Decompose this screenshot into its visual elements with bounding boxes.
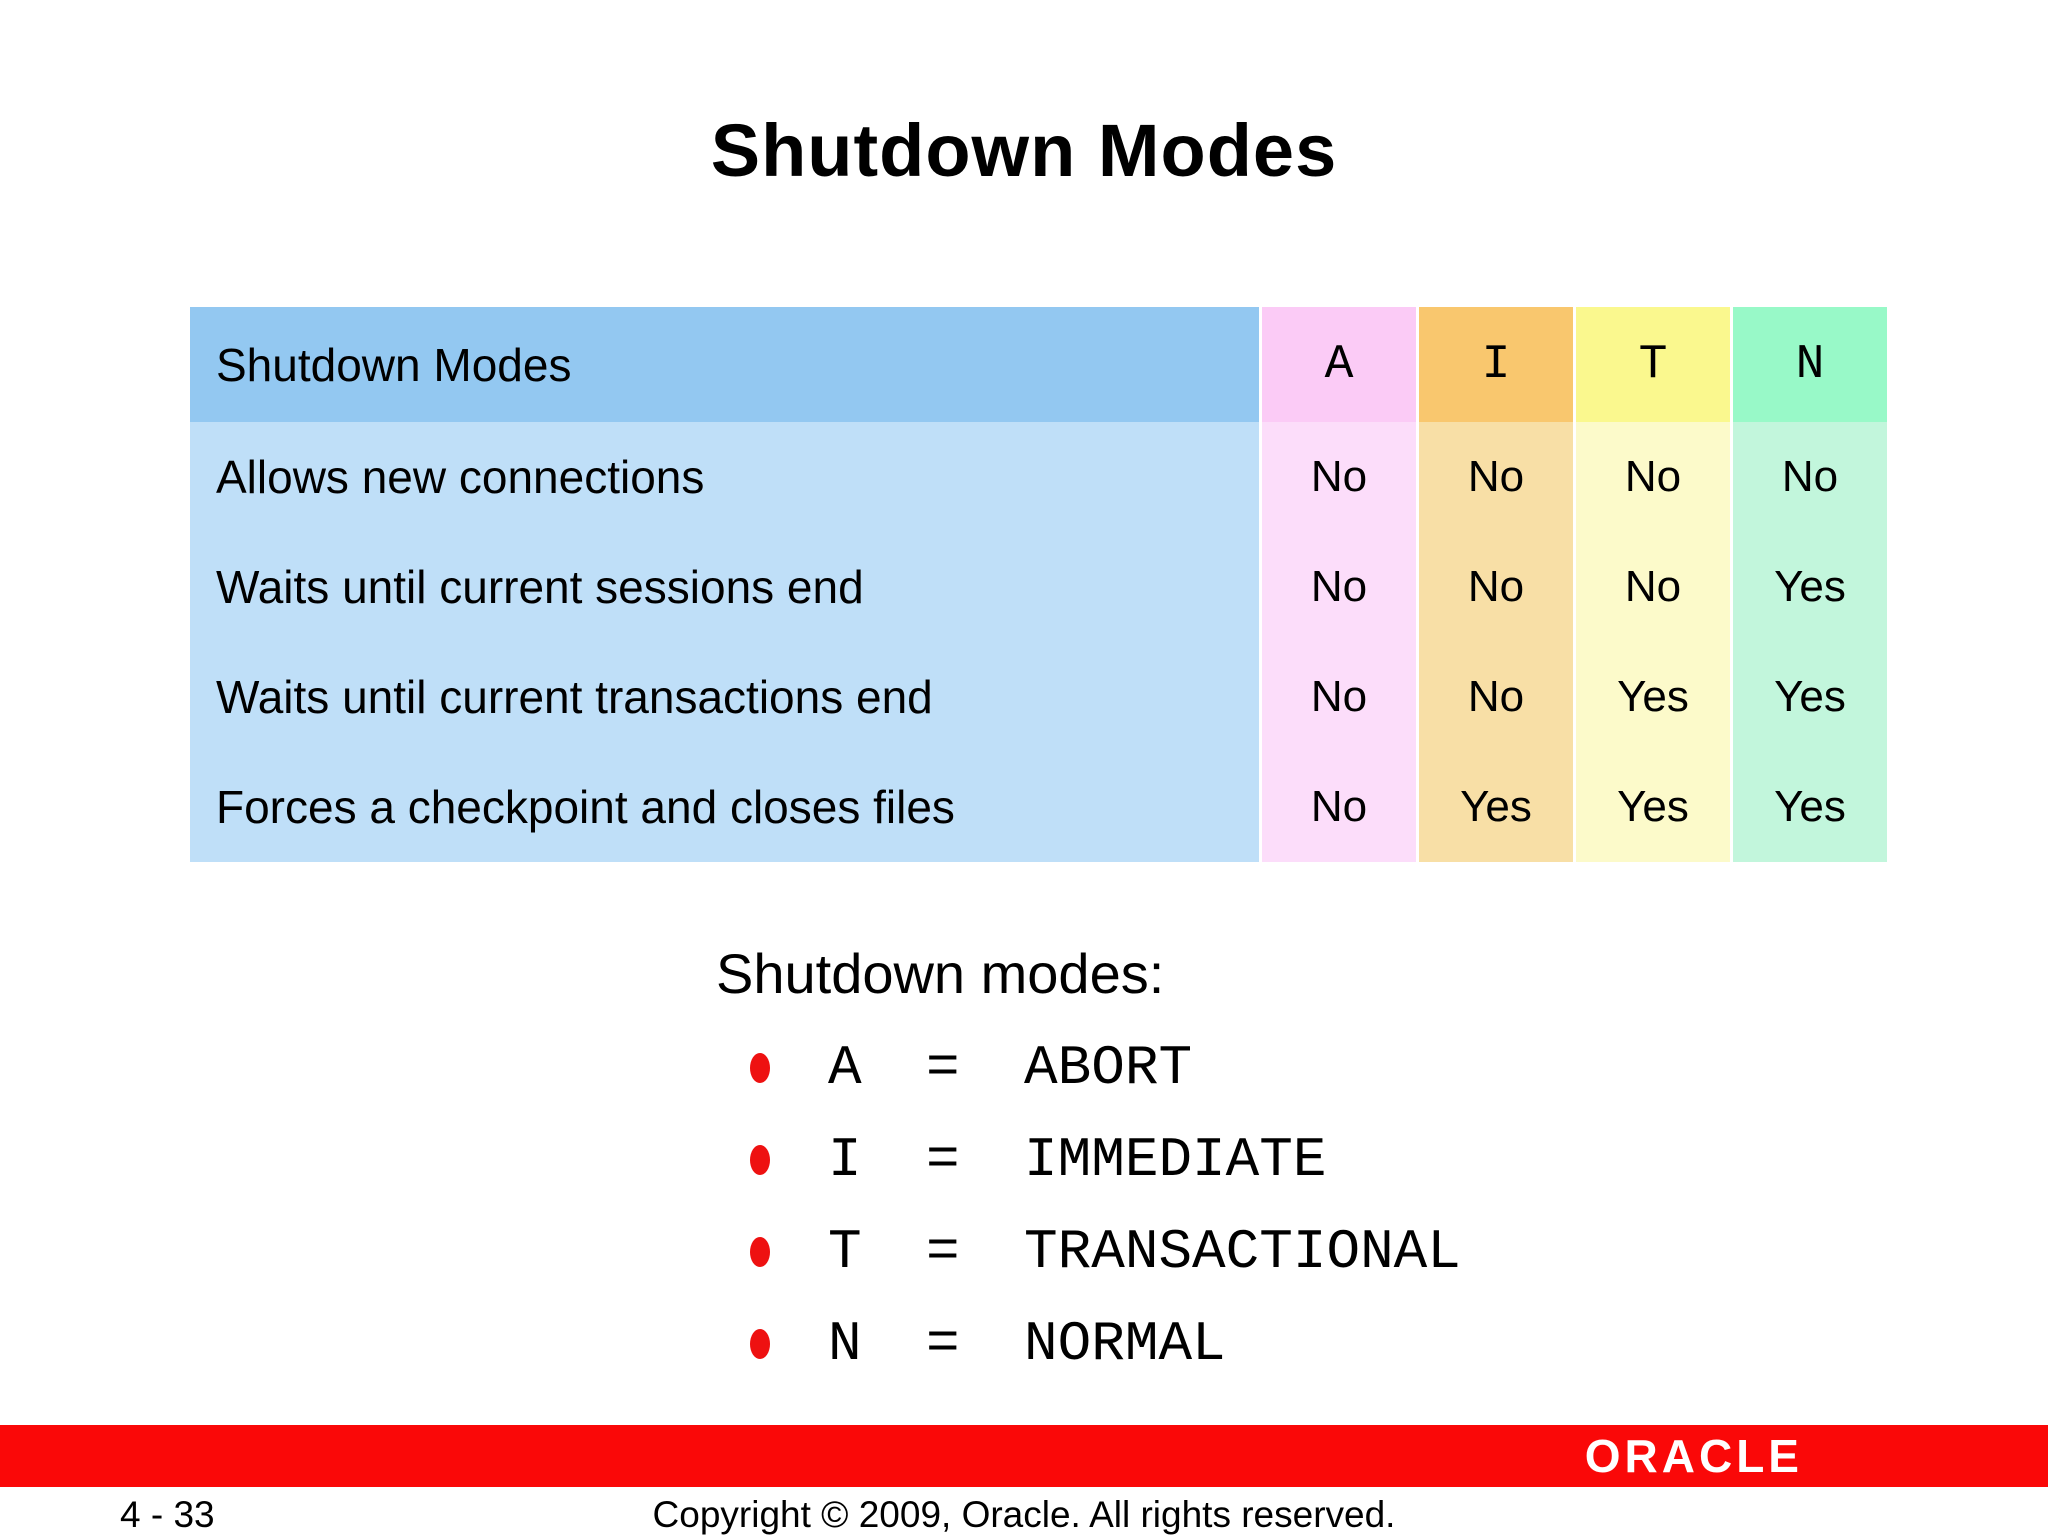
table-cell: No [1419, 422, 1573, 532]
table-row-label: Allows new connections [190, 422, 1259, 532]
table-cell: No [1576, 532, 1730, 642]
legend-item-text: N = NORMAL [828, 1312, 1226, 1376]
table-cell: Yes [1576, 642, 1730, 752]
table-row-label: Forces a checkpoint and closes files [190, 752, 1259, 862]
table-cell: Yes [1733, 752, 1887, 862]
page-number: 4 - 33 [120, 1494, 215, 1535]
copyright-text: Copyright © 2009, Oracle. All rights res… [652, 1494, 1396, 1535]
table-row-label: Waits until current transactions end [190, 642, 1259, 752]
footer-red-bar: ORACLE [0, 1425, 2048, 1487]
table-cell: No [1419, 532, 1573, 642]
list-item: T = TRANSACTIONAL [750, 1206, 1461, 1298]
list-item: I = IMMEDIATE [750, 1114, 1461, 1206]
column-letter: N [1795, 337, 1825, 392]
table-cell: Yes [1576, 752, 1730, 862]
shutdown-modes-table: Shutdown Modes A I T N Allows new connec… [190, 307, 1887, 862]
list-item: N = NORMAL [750, 1298, 1461, 1390]
table-cell: No [1262, 642, 1416, 752]
table-cell: Yes [1733, 532, 1887, 642]
slide-title: Shutdown Modes [710, 109, 1338, 192]
bullet-icon [750, 1145, 770, 1175]
column-letter: I [1481, 337, 1511, 392]
table-cell: No [1262, 752, 1416, 862]
oracle-logo: ORACLE [1584, 1430, 1803, 1482]
column-letter: A [1324, 337, 1354, 392]
legend-item-text: I = IMMEDIATE [828, 1128, 1327, 1192]
column-header-transactional: T [1576, 307, 1730, 422]
column-header-normal: N [1733, 307, 1887, 422]
column-letter: T [1638, 337, 1668, 392]
bullet-icon [750, 1053, 770, 1083]
bullet-icon [750, 1329, 770, 1359]
column-header-immediate: I [1419, 307, 1573, 422]
table-cell: No [1262, 532, 1416, 642]
table-cell: No [1733, 422, 1887, 532]
legend-heading: Shutdown modes: [716, 942, 1165, 1005]
table-cell: Yes [1733, 642, 1887, 752]
table-row-label: Waits until current sessions end [190, 532, 1259, 642]
table-header-label: Shutdown Modes [190, 307, 1259, 422]
legend-item-text: T = TRANSACTIONAL [828, 1220, 1461, 1284]
table-cell: No [1419, 642, 1573, 752]
bullet-icon [750, 1237, 770, 1267]
legend-list: A = ABORT I = IMMEDIATE T = TRANSACTIONA… [750, 1022, 1461, 1390]
list-item: A = ABORT [750, 1022, 1461, 1114]
column-header-abort: A [1262, 307, 1416, 422]
table-cell: No [1576, 422, 1730, 532]
table-cell: Yes [1419, 752, 1573, 862]
legend-item-text: A = ABORT [828, 1036, 1193, 1100]
table-cell: No [1262, 422, 1416, 532]
